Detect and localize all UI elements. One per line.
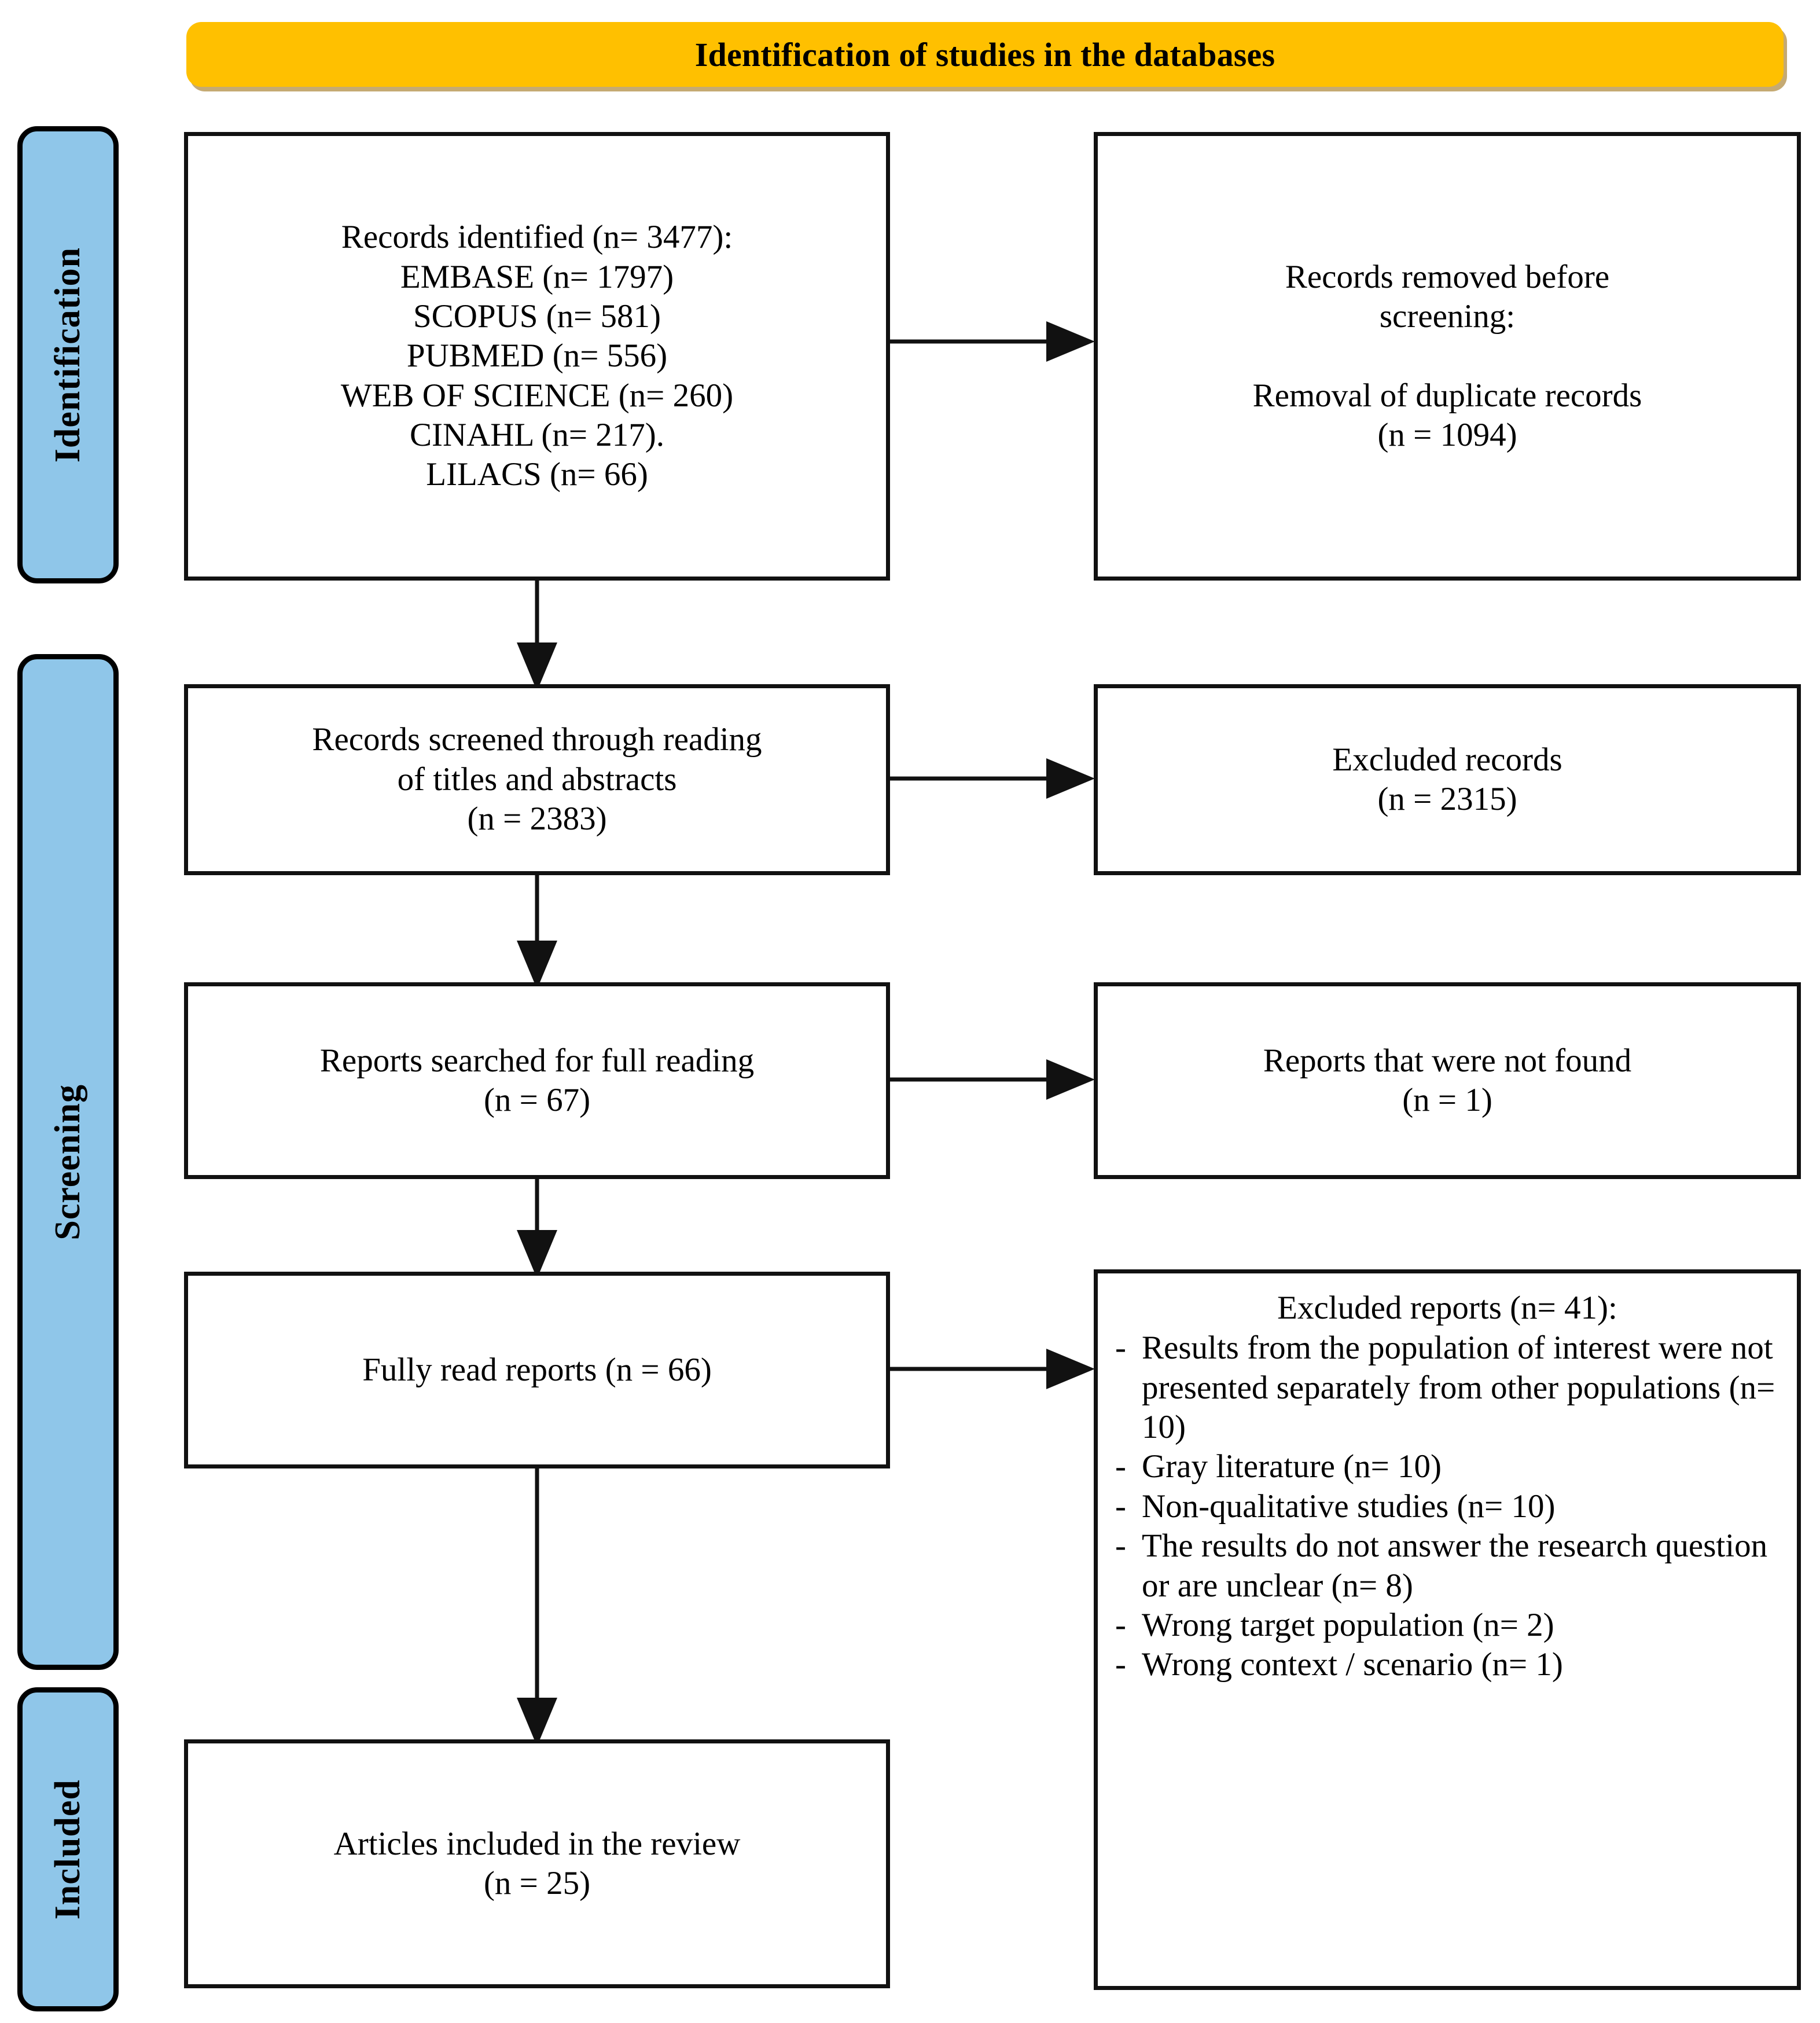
stage-bar-included: Included [17,1687,119,2011]
box-text-line [1111,336,1784,376]
fully-read-lines: Fully read reports (n = 66) [201,1350,873,1390]
excluded-reports-list: Results from the population of interest … [1111,1328,1784,1685]
excluded-reason-item: Wrong context / scenario (n= 1) [1111,1645,1784,1685]
box-text-line: (n = 25) [483,1865,591,1901]
box-text-line: Fully read reports (n = 66) [362,1351,712,1388]
box-reports-not-found: Reports that were not found(n = 1) [1094,982,1801,1179]
banner-title: Identification of studies in the databas… [694,35,1275,74]
box-text-line: Records removed before [1285,258,1610,295]
stage-label-screening: Screening [48,1084,87,1240]
box-text-line: Reports that were not found [1263,1042,1632,1079]
box-text-line: (n = 1094) [1377,417,1517,454]
excluded-reason-item: The results do not answer the research q… [1111,1526,1784,1606]
box-text-line: WEB OF SCIENCE (n= 260) [340,377,734,414]
reports-sought-lines: Reports searched for full reading(n = 67… [201,1041,873,1121]
box-text-line: Records screened through reading [312,721,762,758]
box-fully-read-reports: Fully read reports (n = 66) [184,1272,890,1468]
box-excluded-reports: Excluded reports (n= 41): Results from t… [1094,1269,1801,1990]
box-text-line: Articles included in the review [333,1825,741,1862]
box-text-line: screening: [1379,298,1516,335]
identification-banner: Identification of studies in the databas… [186,22,1784,87]
box-text-line: (n = 1) [1402,1082,1492,1118]
excluded-reason-item: Gray literature (n= 10) [1111,1447,1784,1487]
stage-label-included: Included [48,1779,87,1920]
box-text-line: (n = 67) [483,1082,591,1118]
box-text-line: SCOPUS (n= 581) [413,298,661,335]
box-text-line: Reports searched for full reading [319,1042,755,1079]
box-text-line: (n = 2383) [467,801,607,838]
box-text-line: Excluded records [1332,741,1562,778]
box-text-line: LILACS (n= 66) [426,456,648,493]
box-records-identified: Records identified (n= 3477):EMBASE (n= … [184,132,890,581]
stage-bar-identification: Identification [17,126,119,583]
box-text-line: EMBASE (n= 1797) [400,258,674,295]
box-text-line: CINAHL (n= 217). [409,417,665,454]
records-identified-lines: Records identified (n= 3477):EMBASE (n= … [201,218,873,495]
box-text-line: Records identified (n= 3477): [341,219,733,256]
stage-bar-screening: Screening [17,654,119,1670]
box-text-line: PUBMED (n= 556) [406,337,668,375]
box-text-line: (n = 2315) [1377,781,1517,817]
box-text-line: Removal of duplicate records [1252,377,1642,414]
stage-label-identification: Identification [48,247,87,463]
box-text-line: of titles and abstracts [397,761,677,798]
box-articles-included: Articles included in the review(n = 25) [184,1739,890,1988]
box-excluded-records: Excluded records(n = 2315) [1094,684,1801,875]
excluded-reason-item: Results from the population of interest … [1111,1328,1784,1447]
box-reports-sought: Reports searched for full reading(n = 67… [184,982,890,1179]
excluded-records-lines: Excluded records(n = 2315) [1111,740,1784,820]
excluded-reports-title: Excluded reports (n= 41): [1277,1290,1617,1326]
excluded-reason-item: Wrong target population (n= 2) [1111,1606,1784,1646]
reports-not-found-lines: Reports that were not found(n = 1) [1111,1041,1784,1121]
excluded-reason-item: Non-qualitative studies (n= 10) [1111,1487,1784,1527]
articles-included-lines: Articles included in the review(n = 25) [201,1824,873,1904]
